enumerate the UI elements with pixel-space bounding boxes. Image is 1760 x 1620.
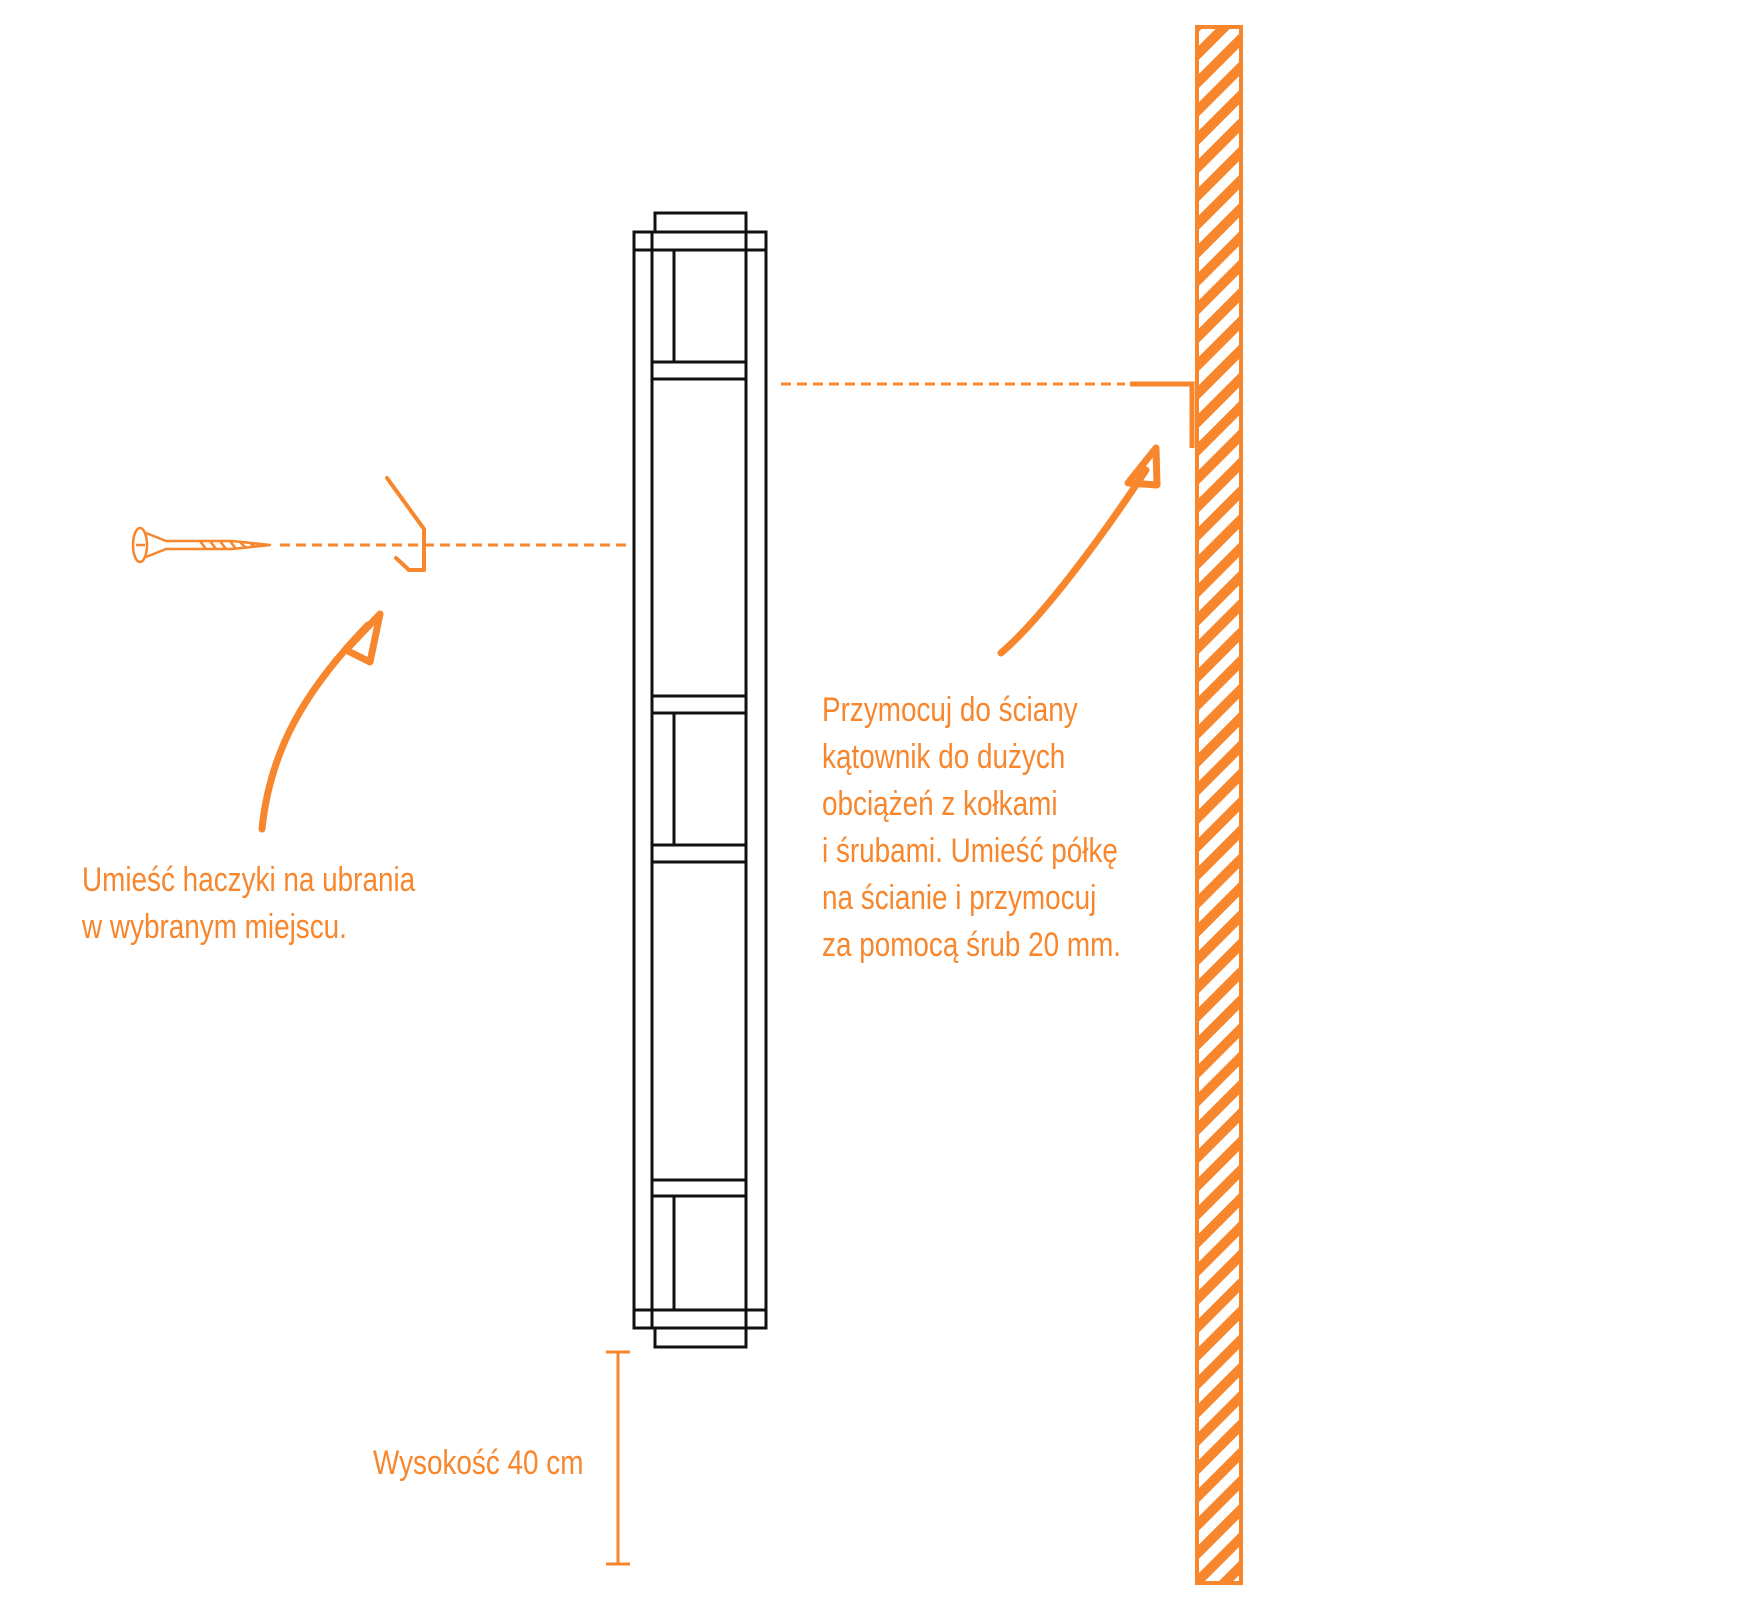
height-dimension: [606, 1350, 630, 1566]
bracket-instruction-line: Przymocuj do ściany: [822, 691, 1078, 729]
hooks-instruction: Umieść haczyki na ubrania w wybranym mie…: [82, 857, 415, 951]
bracket-instruction-line: za pomocą śrub 20 mm.: [822, 926, 1122, 964]
height-label-text: Wysokość 40 cm: [373, 1444, 584, 1482]
height-label: Wysokość 40 cm: [373, 1440, 583, 1487]
angle-bracket-icon: [1130, 381, 1195, 448]
wall: [1195, 25, 1243, 1585]
clothes-hook-icon: [385, 476, 426, 572]
bracket-instruction-line: kątownik do dużych: [822, 738, 1066, 776]
hook-arrow: [258, 610, 384, 833]
guide-lines: [280, 382, 1125, 547]
bracket-instruction: Przymocuj do ściany kątownik do dużych o…: [822, 687, 1121, 969]
shelf-side-view: [632, 211, 768, 1349]
bracket-arrow: [997, 444, 1161, 657]
screw-icon: [131, 526, 272, 564]
bracket-instruction-line: i śrubami. Umieść półkę: [822, 832, 1118, 870]
bracket-instruction-line: na ścianie i przymocuj: [822, 879, 1097, 917]
hooks-instruction-line: Umieść haczyki na ubrania: [82, 861, 416, 899]
hooks-instruction-line: w wybranym miejscu.: [82, 908, 347, 946]
bracket-instruction-line: obciążeń z kołkami: [822, 785, 1058, 823]
